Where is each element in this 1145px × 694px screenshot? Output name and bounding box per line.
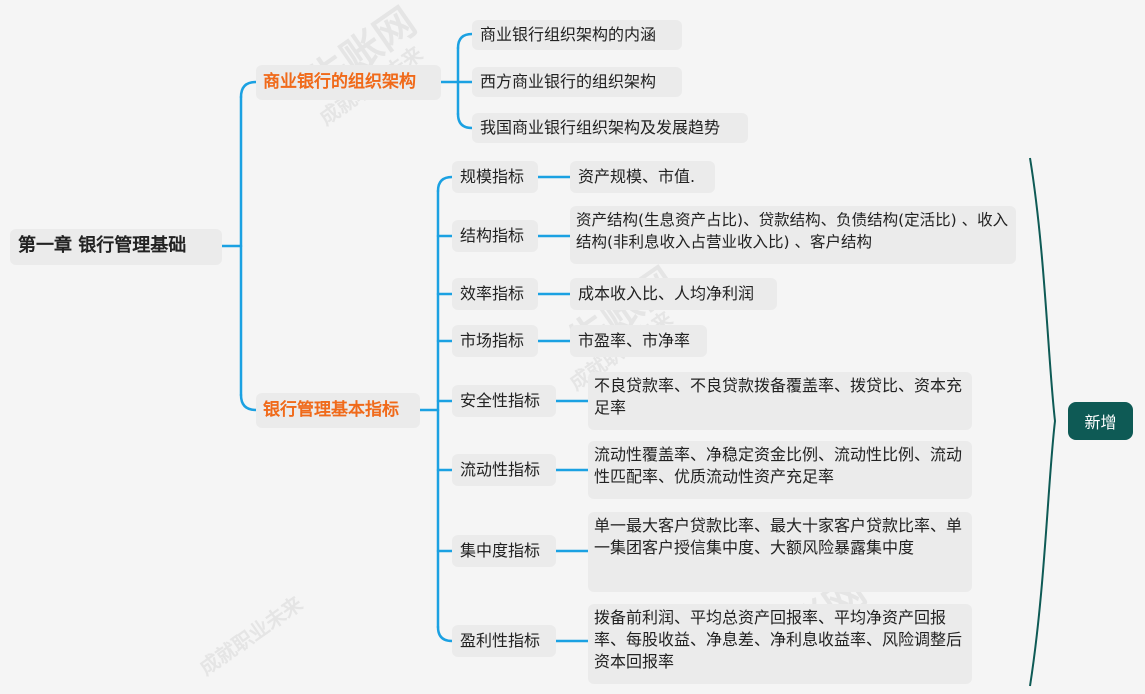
detail-liquidity[interactable]: 流动性覆盖率、净稳定资金比例、流动性比例、流动性匹配率、优质流动性资产充足率 <box>588 441 972 499</box>
indicator-liquidity[interactable]: 流动性指标 <box>452 454 556 486</box>
indicator-concentration[interactable]: 集中度指标 <box>452 535 556 567</box>
root-node[interactable]: 第一章 银行管理基础 <box>10 229 222 265</box>
detail-concentration[interactable]: 单一最大客户贷款比率、最大十家客户贷款比率、单一集团客户授信集中度、大额风险暴露… <box>588 512 972 592</box>
detail-market[interactable]: 市盈率、市净率 <box>570 325 707 357</box>
indicator-structure[interactable]: 结构指标 <box>452 220 538 252</box>
indicator-profitability[interactable]: 盈利性指标 <box>452 625 556 657</box>
indicator-efficiency[interactable]: 效率指标 <box>452 278 538 310</box>
detail-profitability[interactable]: 拨备前利润、平均总资产回报率、平均净资产回报率、每股收益、净息差、净利息收益率、… <box>588 604 972 684</box>
indicator-scale[interactable]: 规模指标 <box>452 161 538 193</box>
detail-safety[interactable]: 不良贷款率、不良贷款拨备覆盖率、拨贷比、资本充足率 <box>588 372 972 430</box>
branch-org-structure[interactable]: 商业银行的组织架构 <box>256 65 441 100</box>
child-org-meaning[interactable]: 商业银行组织架构的内涵 <box>472 20 682 50</box>
detail-structure[interactable]: 资产结构(生息资产占比)、贷款结构、负债结构(定活比) 、收入结构(非利息收入占… <box>570 206 1016 264</box>
child-western-org[interactable]: 西方商业银行的组织架构 <box>472 67 682 97</box>
indicator-market[interactable]: 市场指标 <box>452 325 538 357</box>
indicator-safety[interactable]: 安全性指标 <box>452 385 556 417</box>
detail-scale[interactable]: 资产规模、市值. <box>570 161 715 193</box>
new-button[interactable]: 新增 <box>1068 402 1133 440</box>
detail-efficiency[interactable]: 成本收入比、人均净利润 <box>570 278 777 310</box>
summary-brace <box>1029 157 1057 687</box>
child-china-org[interactable]: 我国商业银行组织架构及发展趋势 <box>472 113 748 143</box>
branch-basic-indicators[interactable]: 银行管理基本指标 <box>256 393 420 428</box>
